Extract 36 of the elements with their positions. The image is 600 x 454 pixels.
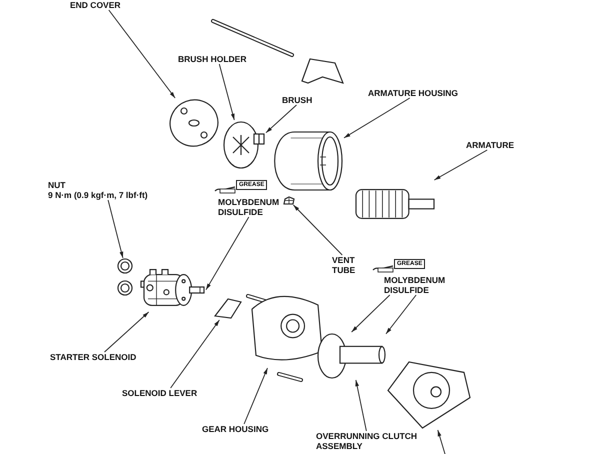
leader-line bbox=[434, 150, 488, 180]
part-label: BRUSH HOLDER bbox=[178, 54, 258, 64]
overrunning-clutch-drawing bbox=[316, 332, 386, 380]
part-label: GEAR HOUSING bbox=[202, 424, 282, 434]
leader-line bbox=[344, 98, 410, 138]
part-label: OVERRUNNING CLUTCH ASSEMBLY bbox=[316, 431, 421, 451]
leader-line bbox=[218, 64, 235, 120]
part-label: ARMATURE HOUSING bbox=[368, 88, 468, 98]
part-label: MOLYBDENUM DISULFIDE bbox=[384, 275, 450, 295]
part-label: VENT TUBE bbox=[332, 255, 372, 275]
leader-line bbox=[351, 294, 390, 332]
leader-line bbox=[108, 10, 176, 98]
leader-line bbox=[244, 368, 268, 424]
torque-value: 9 N·m (0.9 kgf·m, 7 lbf·ft) bbox=[48, 190, 149, 200]
vent-tube-drawing bbox=[283, 196, 295, 205]
part-label: END COVER bbox=[70, 0, 140, 10]
brush-drawing bbox=[252, 132, 266, 146]
leader-line bbox=[104, 312, 150, 352]
nut-drawing bbox=[117, 258, 133, 274]
part-label: ARMATURE bbox=[466, 140, 526, 150]
part-label: BRUSH bbox=[282, 95, 322, 105]
leader-line bbox=[292, 204, 343, 256]
solenoid-lever-drawing bbox=[213, 296, 243, 320]
leader-line bbox=[266, 104, 297, 134]
part-label: MOLYBDENUM DISULFIDE bbox=[218, 197, 284, 217]
part-label: SOLENOID LEVER bbox=[122, 388, 212, 398]
leader-line bbox=[437, 430, 446, 454]
brush-holder-drawing bbox=[222, 120, 260, 170]
leader-line bbox=[355, 380, 367, 432]
leader-line bbox=[170, 320, 220, 388]
end-cover-drawing bbox=[168, 98, 220, 148]
part-label: NUT bbox=[48, 180, 66, 190]
leader-line bbox=[108, 200, 124, 258]
leader-line bbox=[206, 216, 250, 290]
leader-line bbox=[386, 294, 417, 334]
part-label: STARTER SOLENOID bbox=[50, 352, 148, 362]
